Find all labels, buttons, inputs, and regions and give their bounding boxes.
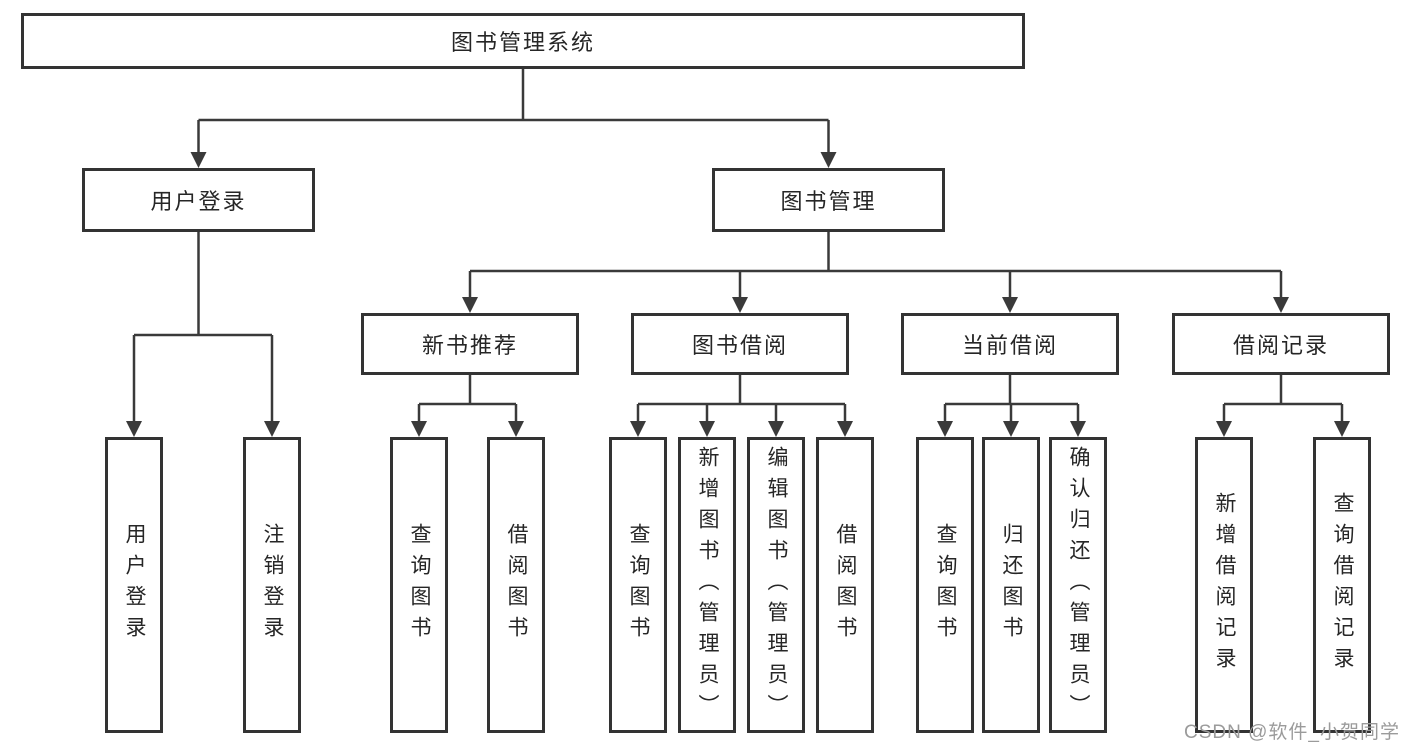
leaf-user-login: 用户登录 <box>105 437 163 733</box>
node-system-root: 图书管理系统 <box>21 13 1025 69</box>
leaf-add-books-admin: 新增图书（管理员） <box>678 437 736 733</box>
node-label: 查询图书 <box>408 523 431 647</box>
node-label: 编辑图书（管理员） <box>765 445 788 725</box>
leaf-borrow-books: 借阅图书 <box>487 437 545 733</box>
leaf-borrow-books: 借阅图书 <box>816 437 874 733</box>
connector-book-mgmt-to-level3 <box>462 232 1289 313</box>
node-label: 新增图书（管理员） <box>696 445 719 725</box>
connector-record-to-leaves <box>1216 375 1350 437</box>
node-label: 借阅记录 <box>1232 333 1329 358</box>
csdn-watermark: CSDN @软件_小贺同学 <box>1184 722 1400 743</box>
node-borrow-record: 借阅记录 <box>1172 313 1390 375</box>
node-label: 图书管理系统 <box>450 30 595 55</box>
leaf-query-borrow-record: 查询借阅记录 <box>1313 437 1371 733</box>
leaf-edit-books-admin: 编辑图书（管理员） <box>747 437 805 733</box>
node-label: 注销登录 <box>261 523 284 647</box>
leaf-return-books: 归还图书 <box>982 437 1040 733</box>
node-label: 图书管理 <box>780 189 877 214</box>
leaf-add-borrow-record: 新增借阅记录 <box>1195 437 1253 733</box>
leaf-query-books: 查询图书 <box>390 437 448 733</box>
node-label: 新增借阅记录 <box>1213 492 1236 678</box>
connector-user-login-to-leaves <box>126 232 280 437</box>
node-book-management: 图书管理 <box>712 168 945 232</box>
node-label: 查询图书 <box>627 523 650 647</box>
node-new-book-recommend: 新书推荐 <box>361 313 579 375</box>
connector-current-to-leaves <box>937 375 1086 437</box>
leaf-logout: 注销登录 <box>243 437 301 733</box>
node-label: 借阅图书 <box>505 523 528 647</box>
connector-borrow-to-leaves <box>630 375 853 437</box>
node-label: 图书借阅 <box>691 333 788 358</box>
node-label: 查询借阅记录 <box>1331 492 1354 678</box>
node-current-borrow: 当前借阅 <box>901 313 1119 375</box>
node-label: 确认归还（管理员） <box>1067 445 1090 725</box>
node-book-borrow: 图书借阅 <box>631 313 849 375</box>
node-label: 用户登录 <box>150 189 247 214</box>
node-label: 归还图书 <box>1000 523 1023 647</box>
leaf-query-books: 查询图书 <box>609 437 667 733</box>
node-label: 借阅图书 <box>834 523 857 647</box>
node-user-login: 用户登录 <box>82 168 315 232</box>
node-label: 当前借阅 <box>961 333 1058 358</box>
node-label: 新书推荐 <box>421 333 518 358</box>
connector-newbook-to-leaves <box>411 375 524 437</box>
leaf-query-books: 查询图书 <box>916 437 974 733</box>
node-label: 用户登录 <box>123 523 146 647</box>
node-label: 查询图书 <box>934 523 957 647</box>
leaf-confirm-return-admin: 确认归还（管理员） <box>1049 437 1107 733</box>
connector-root-to-level2 <box>190 68 837 168</box>
